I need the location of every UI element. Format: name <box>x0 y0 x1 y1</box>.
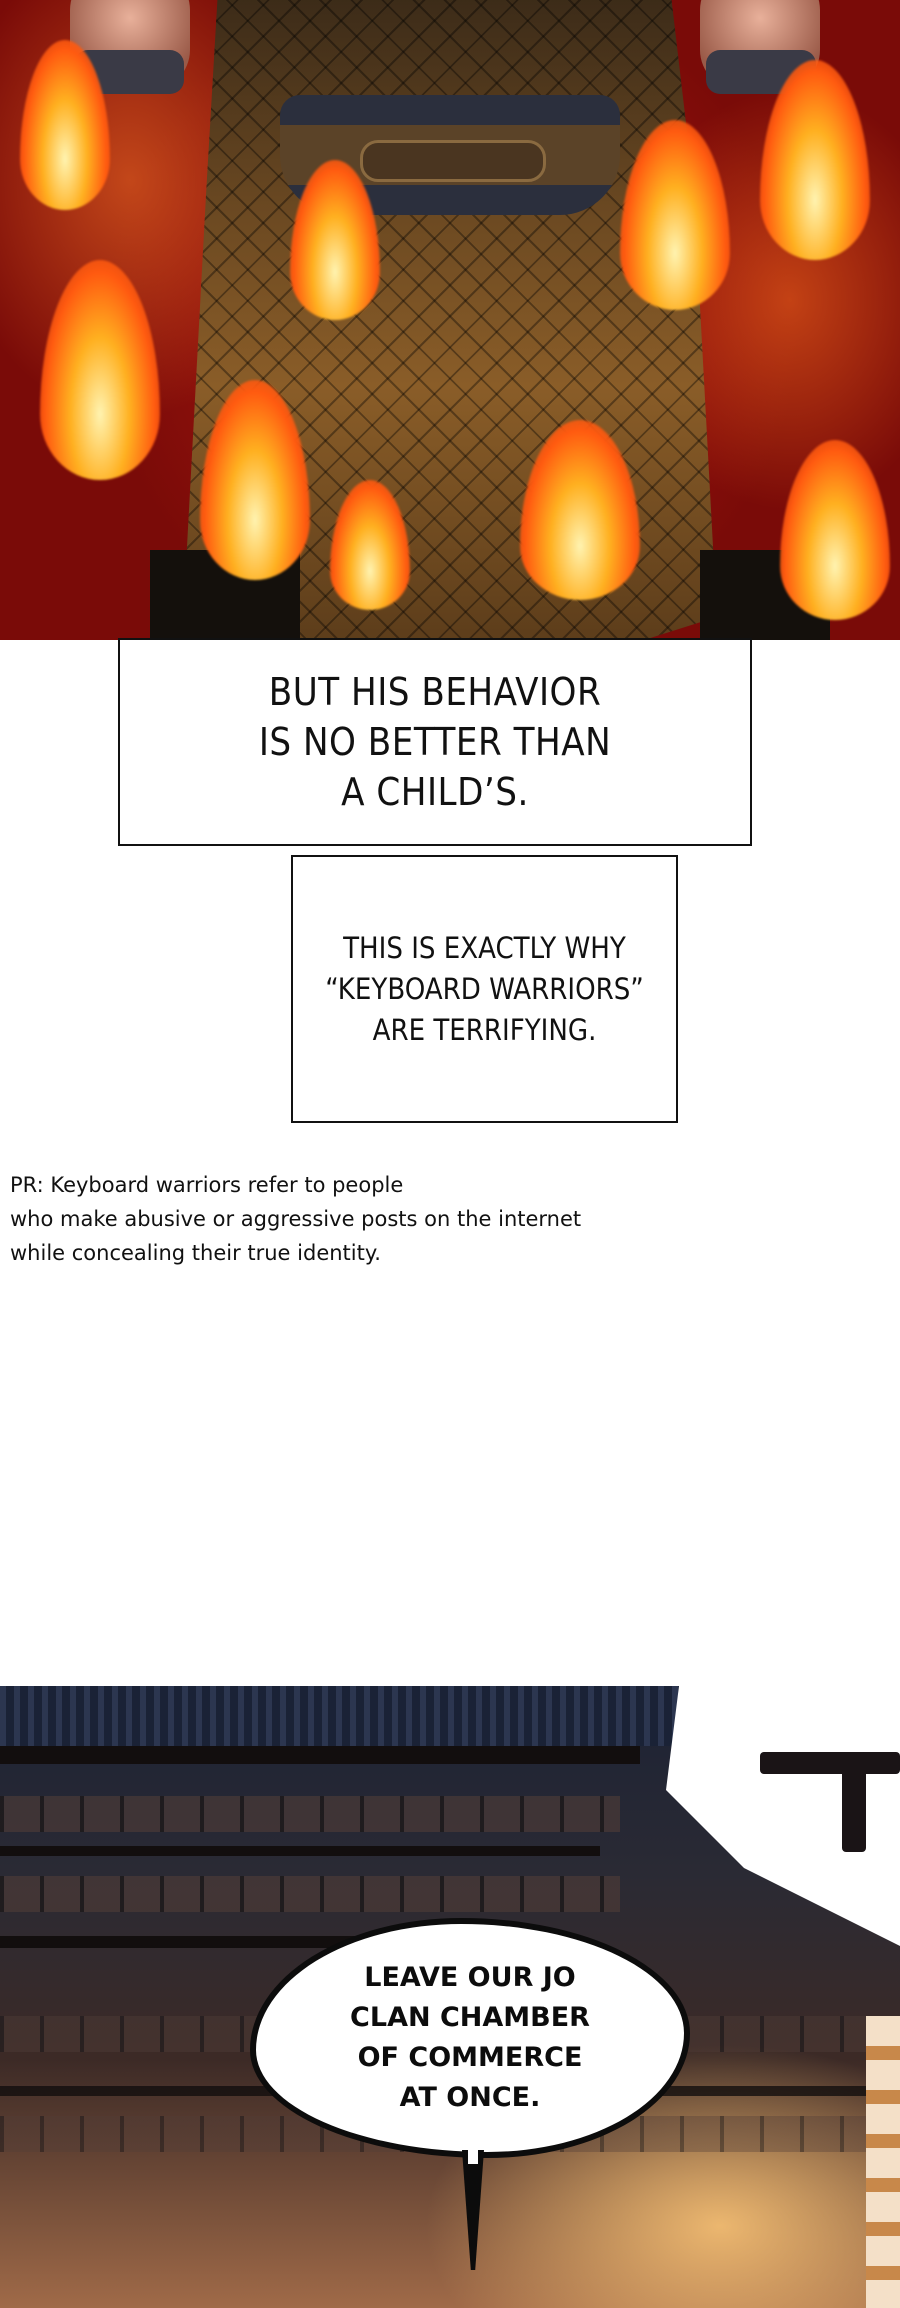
window-lattice <box>0 1876 620 1912</box>
narration-box-1: BUT HIS BEHAVIOR IS NO BETTER THAN A CHI… <box>118 638 752 846</box>
speech-bubble-tail-joint <box>468 2148 478 2164</box>
narration-1-line: BUT HIS BEHAVIOR <box>268 670 602 714</box>
fire-panel <box>0 0 900 640</box>
narration-2-line: “KEYBOARD WARRIORS” <box>325 971 644 1006</box>
narration-1-text: BUT HIS BEHAVIOR IS NO BETTER THAN A CHI… <box>259 667 611 817</box>
narration-2-line: ARE TERRIFYING. <box>372 1012 597 1047</box>
belt-ornament <box>360 140 546 182</box>
speech-line: OF COMMERCE <box>357 2042 583 2073</box>
translator-note-line: who make abusive or aggressive posts on … <box>10 1207 582 1231</box>
translator-note: PR: Keyboard warriors refer to people wh… <box>10 1168 610 1270</box>
lantern-pillar <box>866 2016 900 2308</box>
narration-1-line: IS NO BETTER THAN <box>258 720 612 764</box>
speech-line: CLAN CHAMBER <box>350 2002 590 2033</box>
narration-1-line: A CHILD’S. <box>341 770 529 814</box>
speech-line: LEAVE OUR JO <box>364 1962 576 1993</box>
fire-icon <box>40 260 160 480</box>
roof-beam <box>0 1846 600 1856</box>
translator-note-line: while concealing their true identity. <box>10 1241 381 1265</box>
window-lattice <box>0 1796 620 1832</box>
translator-note-line: PR: Keyboard warriors refer to people <box>10 1173 404 1197</box>
narration-2-line: THIS IS EXACTLY WHY <box>343 930 626 965</box>
speech-line: AT ONCE. <box>399 2082 541 2113</box>
fire-icon <box>780 440 890 620</box>
roof-beam <box>0 1746 640 1764</box>
narration-box-2: THIS IS EXACTLY WHY “KEYBOARD WARRIORS” … <box>291 855 678 1123</box>
sound-effect-stroke <box>760 1752 900 1774</box>
sound-effect-stroke <box>842 1752 866 1852</box>
speech-bubble-text: LEAVE OUR JO CLAN CHAMBER OF COMMERCE AT… <box>350 1958 590 2118</box>
speech-bubble: LEAVE OUR JO CLAN CHAMBER OF COMMERCE AT… <box>250 1918 690 2158</box>
narration-2-text: THIS IS EXACTLY WHY “KEYBOARD WARRIORS” … <box>325 928 644 1051</box>
